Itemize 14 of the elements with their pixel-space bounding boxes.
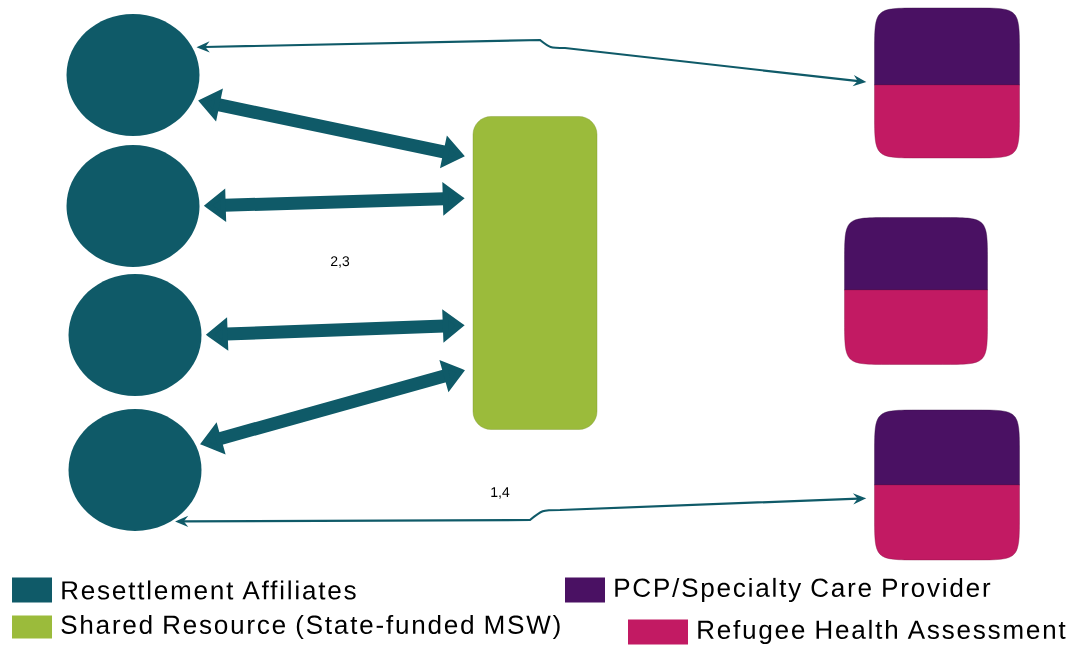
number-label: 2,3: [331, 256, 350, 268]
circle: [68, 409, 202, 531]
legend-text: Refugee Health Assessment: [698, 619, 1066, 645]
cylinder: [844, 217, 988, 365]
circle: [66, 145, 200, 267]
cylinder: [874, 7, 1020, 159]
circle: [68, 274, 202, 396]
rounded-box: [472, 116, 598, 430]
legend-text: PCP/Specialty Care Provider: [615, 577, 991, 603]
number-label: 1,4: [491, 487, 510, 499]
cylinder: [874, 409, 1020, 561]
circle: [66, 14, 200, 136]
legend-text: Shared Resource (State-funded MSW): [61, 614, 560, 640]
legend-text: Resettlement Affiliates: [62, 580, 356, 600]
